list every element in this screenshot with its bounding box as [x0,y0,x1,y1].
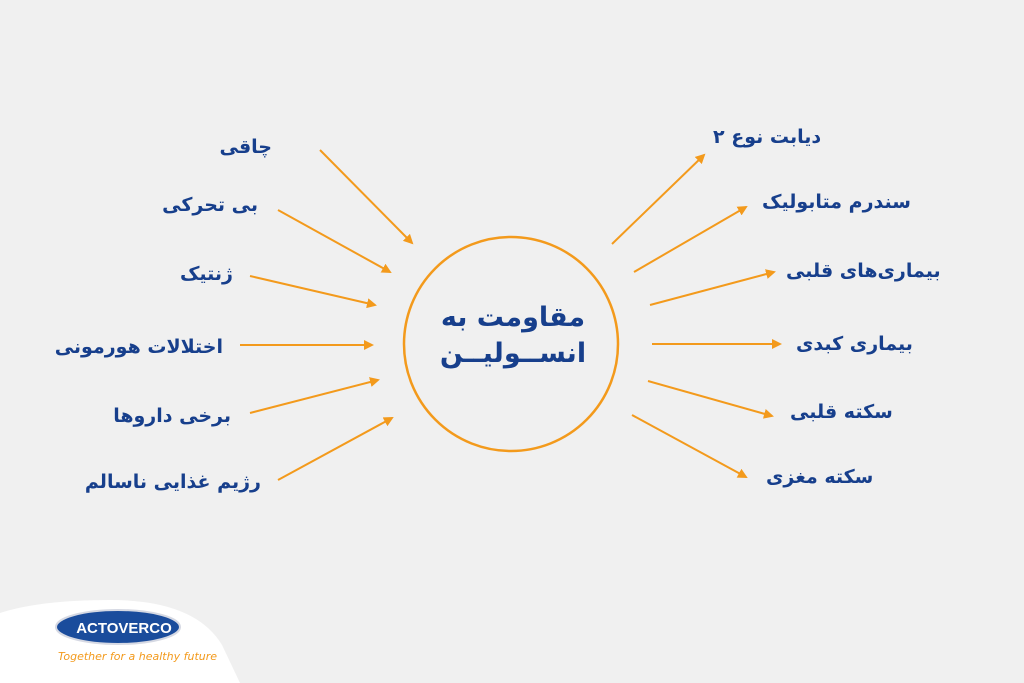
cause-arrow-diet [277,417,394,481]
effect-arrow-diabetes [611,153,706,245]
effect-label-metabolic-syndrome: سندرم متابولیک [762,191,911,213]
effect-arrow-metabolic [633,205,748,273]
cause-label-obesity: چاقی [219,136,273,158]
effect-label-liver-disease: بیماری کبدی [796,333,913,355]
cause-arrow-medications [249,377,380,414]
cause-label-inactivity: بی تحرکی [162,194,258,216]
center-title-line1: مقاومت به [440,302,586,333]
effect-arrow-stroke [631,414,748,478]
logo-wordmark: ACTOVERCO [76,620,172,637]
effect-arrow-heart-attack [647,380,774,419]
center-title-line2: انســولیــن [439,338,587,370]
cause-label-hormonal-disorders: اختلالات هورمونی [54,336,223,358]
effect-arrow-heart [649,269,776,306]
arrows-group [240,149,782,481]
brand-logo [0,600,240,683]
cause-label-medications: برخی داروها [113,405,231,427]
logo-ellipse-ring [55,609,181,645]
cause-arrow-inactivity [277,209,392,273]
effect-label-heart-attack: سکته قلبی [790,401,893,423]
center-title: مقاومت به انســولیــن [403,300,623,373]
cause-label-unhealthy-diet: رژیم غذایی ناسالم [84,471,261,493]
cause-arrow-obesity [319,149,414,245]
effect-label-stroke: سکته مغزی [766,466,874,488]
logo-ellipse [56,610,180,644]
effect-label-type2-diabetes: دیابت نوع ۲ [713,126,822,148]
effect-label-heart-disease: بیماری‌های قلبی [786,260,941,282]
logo-tagline: Together for a healthy future [58,650,218,663]
cause-label-genetics: ژنتیک [179,263,233,285]
center-circle [402,235,620,453]
cause-arrow-genetics [249,275,377,309]
